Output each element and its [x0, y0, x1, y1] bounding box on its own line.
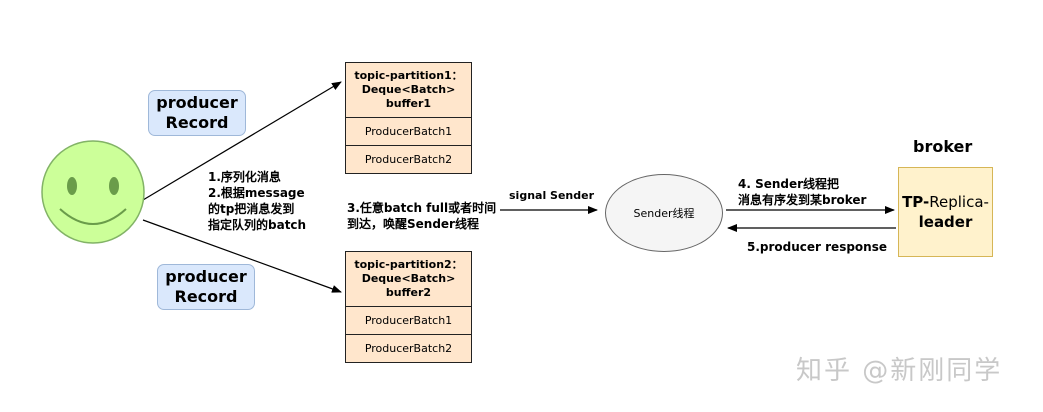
- buffer1-batch2: ProducerBatch2: [346, 145, 471, 173]
- buffer1-title: topic-partition1：: [354, 69, 463, 82]
- step-line: 3.任意batch full或者时间: [347, 201, 497, 215]
- buffer1-type: Deque<Batch>: [361, 83, 456, 96]
- broker-tp: TP-: [902, 193, 930, 211]
- record-label-line1: producer: [165, 267, 247, 286]
- broker-leader: leader: [918, 213, 973, 231]
- arrow-to-buffer2: [142, 219, 342, 293]
- record-label-line2: Record: [165, 113, 229, 132]
- step-line: 的tp把消息发到: [208, 202, 295, 216]
- buffer2-type: Deque<Batch>: [361, 272, 456, 285]
- broker-replica: Replica-: [929, 193, 989, 211]
- broker-tp-line: TP-Replica-: [902, 192, 989, 212]
- step-4-label: 4. Sender线程把 消息有序发到某broker: [738, 176, 866, 208]
- buffer2-title: topic-partition2：: [354, 258, 463, 271]
- broker-title: broker: [913, 137, 973, 156]
- buffer2-header: topic-partition2： Deque<Batch> buffer2: [346, 252, 471, 307]
- producer-record-top: producer Record: [148, 90, 246, 136]
- producer-record-bottom: producer Record: [157, 264, 255, 310]
- step-line: 2.根据message: [208, 186, 305, 200]
- watermark-text: 知乎 @新刚同学: [796, 356, 1003, 386]
- buffer1-header: topic-partition1： Deque<Batch> buffer1: [346, 63, 471, 118]
- arrow-to-buffer1: [142, 81, 342, 201]
- step-line: 4. Sender线程把: [738, 177, 840, 191]
- buffer2-box: topic-partition2： Deque<Batch> buffer2 P…: [345, 251, 472, 363]
- step-3-label: 3.任意batch full或者时间 到达，唤醒Sender线程: [347, 200, 496, 232]
- step-5-label: 5.producer response: [747, 240, 887, 254]
- record-label-line1: producer: [156, 93, 238, 112]
- buffer2-batch1: ProducerBatch1: [364, 314, 453, 327]
- step-line: 1.序列化消息: [208, 170, 281, 184]
- buffer1-name: buffer1: [385, 97, 432, 110]
- record-label-line2: Record: [174, 287, 238, 306]
- buffer1-box: topic-partition1： Deque<Batch> buffer1 P…: [345, 62, 472, 174]
- signal-sender-label: signal Sender: [509, 189, 595, 202]
- buffer1-batch1: ProducerBatch1: [364, 125, 453, 138]
- buffer2-name: buffer2: [385, 286, 432, 299]
- buffer2-batch2: ProducerBatch2: [346, 334, 471, 362]
- broker-leader-box: TP-Replica- leader: [898, 167, 993, 257]
- step-line: 指定队列的batch: [208, 218, 307, 232]
- step-line: 消息有序发到某broker: [738, 193, 867, 207]
- step-line: 到达，唤醒Sender线程: [347, 217, 479, 231]
- step-1-2-label: 1.序列化消息 2.根据message 的tp把消息发到 指定队列的batch: [208, 169, 306, 233]
- sender-thread-node: Sender线程: [605, 174, 723, 252]
- smiley-icon: [41, 140, 145, 244]
